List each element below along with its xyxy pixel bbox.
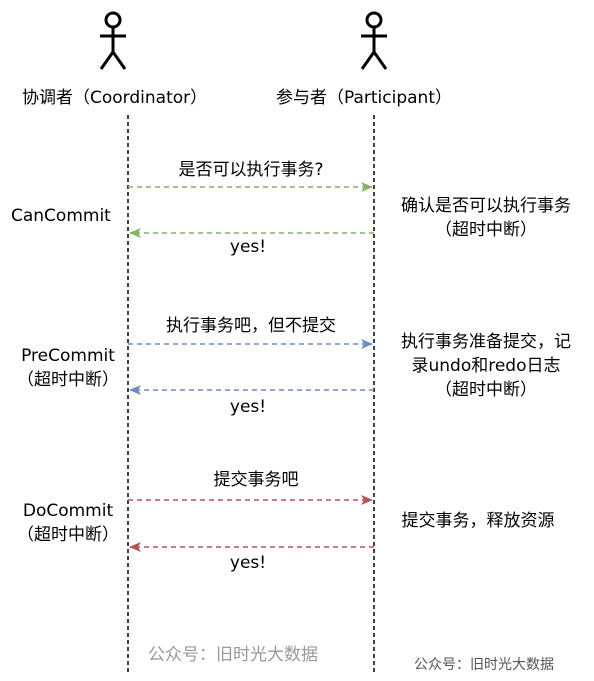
- coordinator-label: 协调者（Coordinator）: [22, 88, 208, 108]
- precommit-note-line-3: （超时中断）: [435, 380, 537, 400]
- docommit-phase-name: DoCommit: [22, 501, 114, 521]
- precommit-note-line-1: 执行事务准备提交，记: [401, 332, 571, 352]
- precommit-phase-name: PreCommit: [21, 346, 115, 366]
- cancommit-note-line-2: （超时中断）: [435, 220, 537, 240]
- cancommit-participant-note: 确认是否可以执行事务 （超时中断）: [378, 194, 594, 242]
- precommit-phase-timeout: （超时中断）: [17, 370, 119, 390]
- participant-label: 参与者（Participant）: [276, 88, 453, 108]
- cancommit-note-line-1: 确认是否可以执行事务: [401, 196, 571, 216]
- precommit-request-label: 执行事务吧，但不提交: [166, 316, 336, 336]
- coordinator-actor-icon: [99, 11, 127, 70]
- cancommit-response-label: yes!: [229, 237, 267, 257]
- docommit-note-line-1: 提交事务，释放资源: [401, 511, 555, 531]
- docommit-participant-note: 提交事务，释放资源: [378, 509, 578, 533]
- watermark-corner: 公众号：旧时光大数据: [414, 657, 554, 673]
- precommit-phase-label: PreCommit （超时中断）: [8, 345, 128, 391]
- precommit-note-line-2: 录undo和redo日志: [411, 356, 561, 376]
- precommit-participant-note: 执行事务准备提交，记 录undo和redo日志 （超时中断）: [378, 330, 594, 402]
- cancommit-request-label: 是否可以执行事务?: [178, 160, 324, 180]
- watermark-center: 公众号：旧时光大数据: [148, 645, 318, 665]
- docommit-phase-label: DoCommit （超时中断）: [8, 500, 128, 546]
- participant-actor-icon: [360, 11, 388, 70]
- precommit-response-label: yes!: [229, 397, 267, 417]
- docommit-response-label: yes!: [229, 553, 267, 573]
- cancommit-phase-label: CanCommit: [11, 206, 111, 226]
- docommit-phase-timeout: （超时中断）: [17, 525, 119, 545]
- docommit-request-label: 提交事务吧: [213, 470, 299, 490]
